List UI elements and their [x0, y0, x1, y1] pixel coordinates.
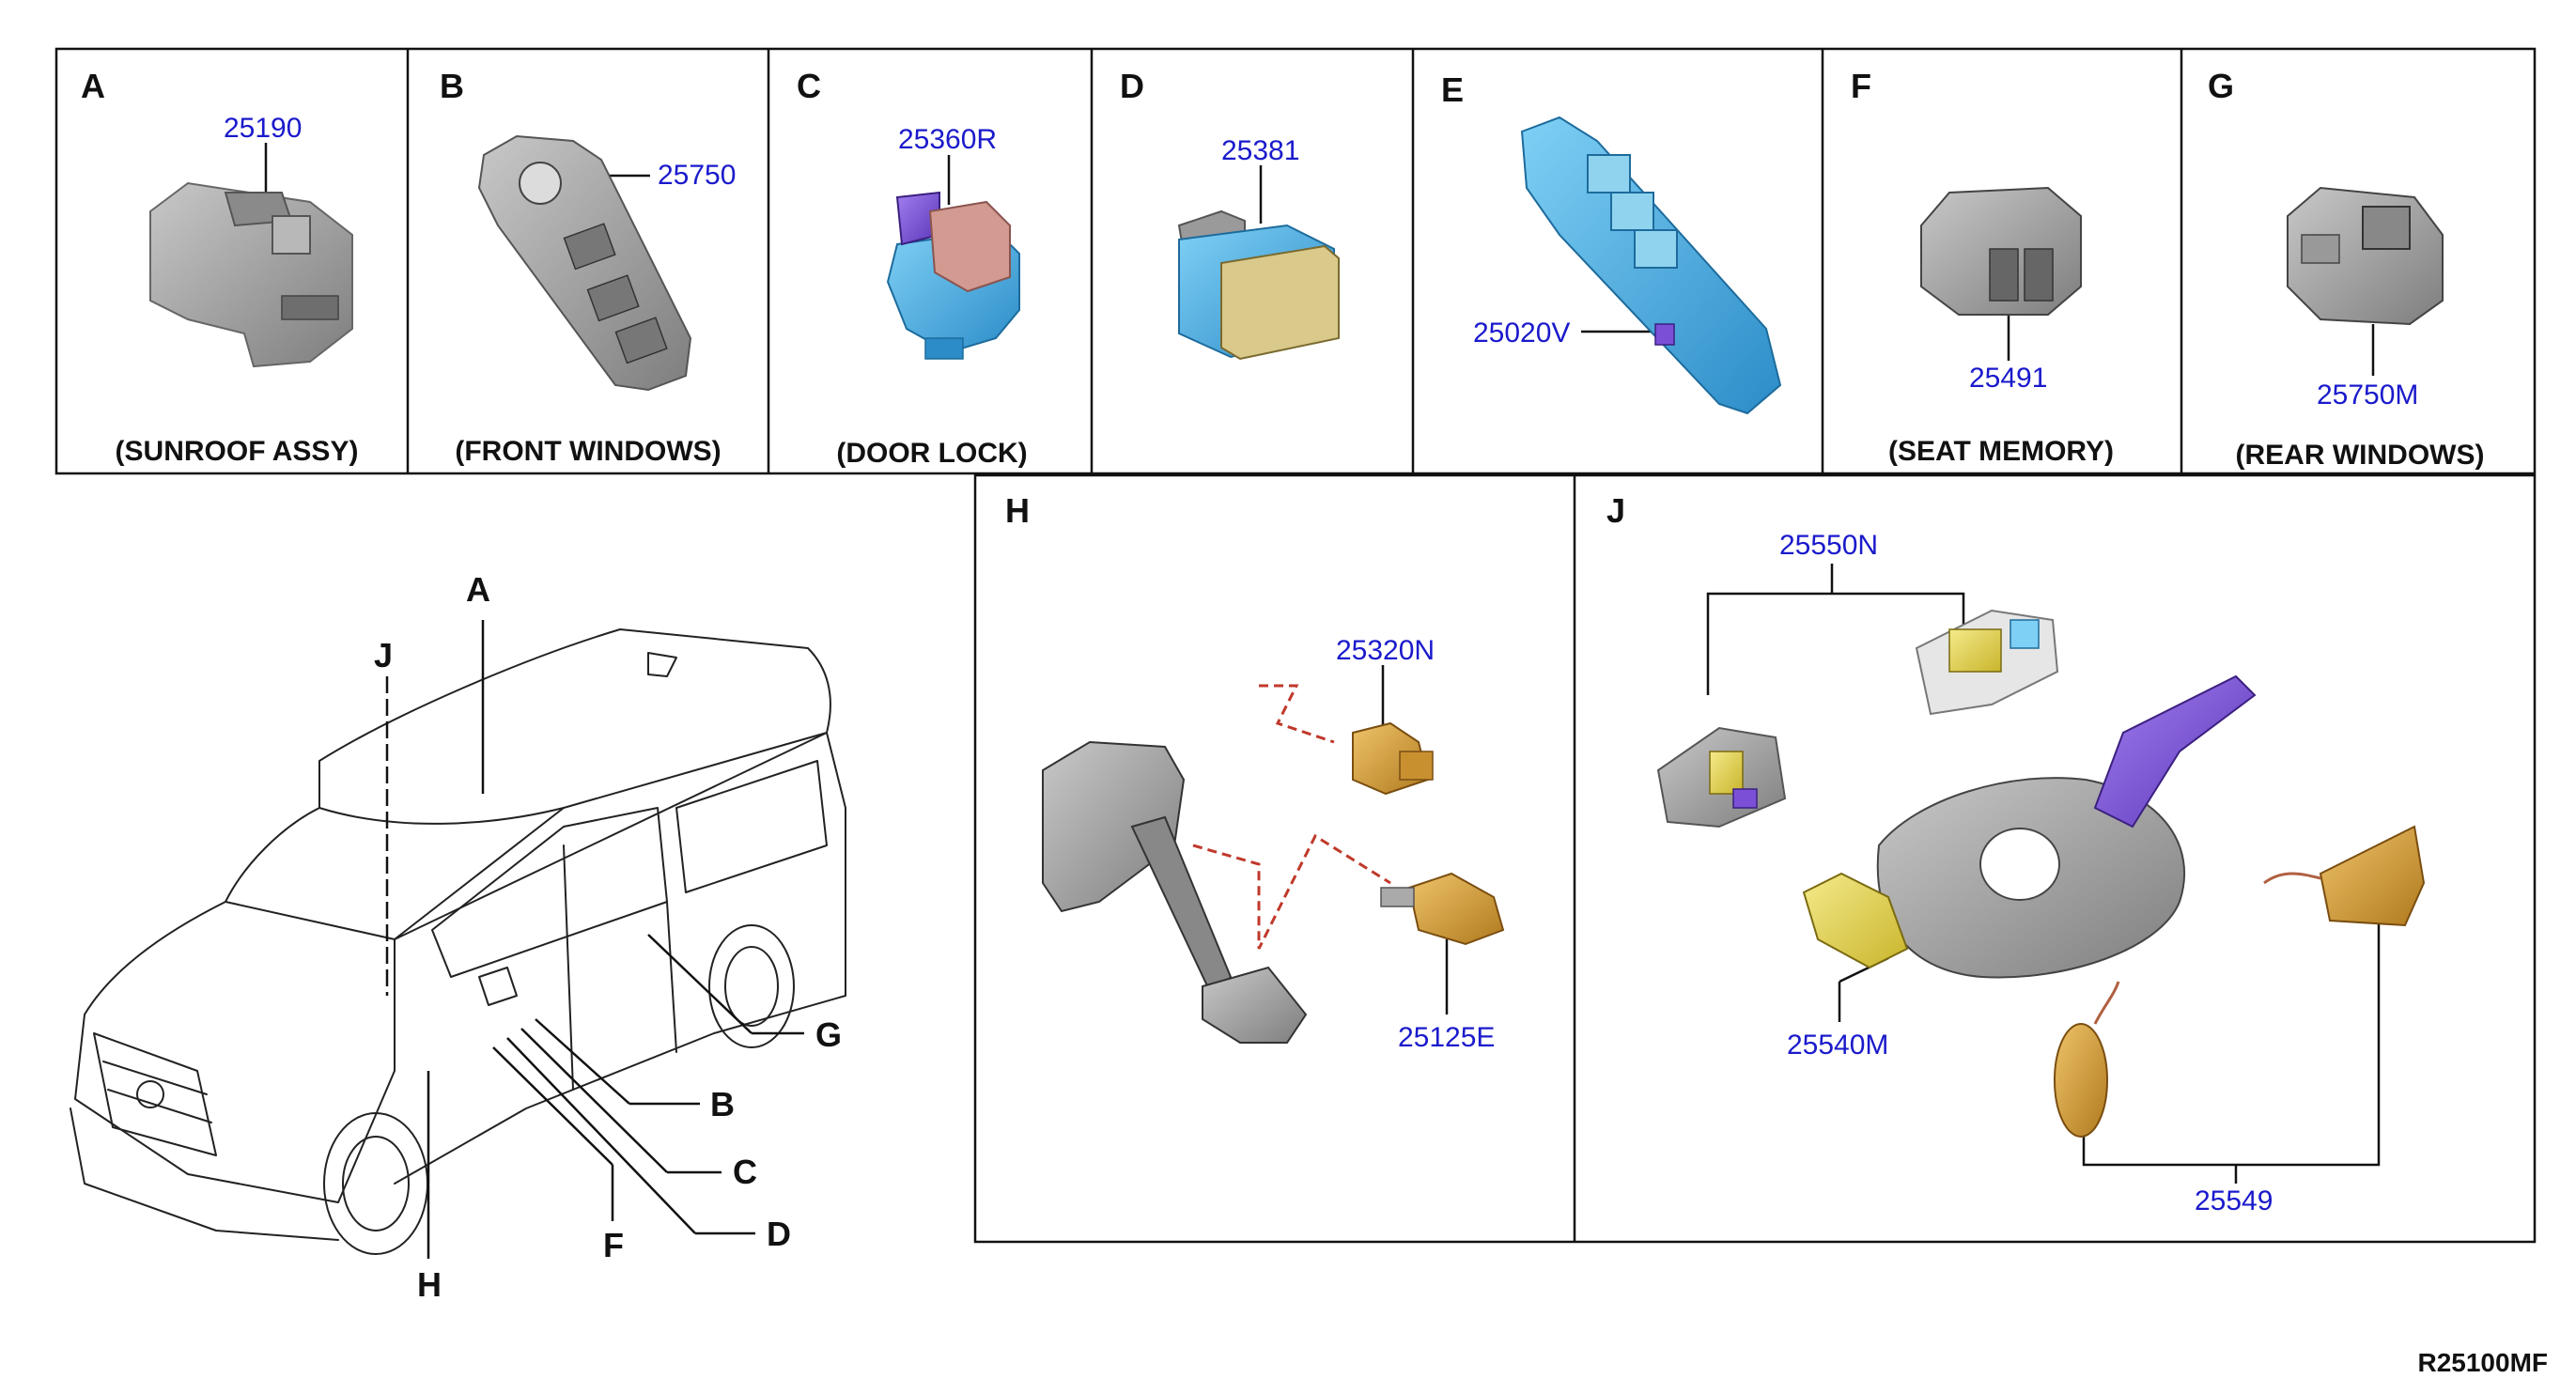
diagram-code: R25100MF: [2417, 1348, 2548, 1377]
panel-d: D 25381: [1120, 67, 1340, 361]
part-number: 25020V: [1473, 318, 1570, 348]
part-number: 25550N: [1779, 530, 1878, 561]
part-number: 25125E: [1398, 1022, 1495, 1053]
panel-caption: (REAR WINDOWS): [2236, 440, 2485, 471]
panel-h: H 25320N 25125E: [1005, 491, 1505, 1053]
part-number: 25360R: [898, 124, 997, 155]
panel-caption: (SUNROOF ASSY): [116, 436, 359, 467]
panel-a: A 25190 (SUNROOF ASSY): [81, 67, 358, 467]
front-window-switch-illustration: [477, 134, 692, 392]
pedal-bracket-illustration: [1042, 740, 1308, 1044]
panel-letter: C: [797, 67, 821, 105]
panel-letter: H: [1005, 491, 1030, 530]
switch-d-illustration: [1177, 209, 1340, 361]
panel-e: E 25020V: [1441, 70, 1782, 415]
stop-lamp-switch-illustration: [1352, 721, 1434, 796]
panel-j: J 25550N 25540M 25549: [1606, 491, 2426, 1216]
switch-e-illustration: [1520, 116, 1782, 415]
combination-switch-illustration: [1802, 674, 2257, 979]
panel-letter: E: [1441, 70, 1464, 109]
panel-g: G 25750M (REAR WINDOWS): [2208, 67, 2484, 471]
callout-g: G: [815, 1015, 842, 1054]
sunroof-switch-illustration: [149, 181, 353, 368]
panel-letter: D: [1120, 67, 1144, 105]
callout-h: H: [417, 1265, 442, 1304]
panel-c: C 25360R (DOOR LOCK): [797, 67, 1028, 469]
vehicle-overview: A J G B C D F H: [70, 570, 846, 1304]
part-number: 25750: [658, 160, 736, 191]
panel-letter: G: [2208, 67, 2234, 105]
part-number: 25750M: [2317, 379, 2418, 410]
panel-letter: B: [440, 67, 464, 105]
panel-f: F 25491 (SEAT MEMORY): [1851, 67, 2114, 467]
part-number: 25491: [1969, 363, 2047, 394]
panel-caption: (SEAT MEMORY): [1888, 436, 2114, 467]
seat-memory-switch-illustration: [1920, 186, 2082, 316]
panel-letter: F: [1851, 67, 1871, 105]
panel-letter: J: [1606, 491, 1625, 530]
callout-a: A: [466, 570, 490, 609]
panel-caption: (DOOR LOCK): [836, 438, 1027, 469]
callout-f: F: [603, 1226, 624, 1264]
part-number: 25549: [2195, 1185, 2273, 1216]
part-number: 25320N: [1336, 635, 1435, 666]
rear-window-switch-illustration: [2287, 186, 2444, 326]
harness-lower-illustration: [2054, 981, 2120, 1138]
callout-b: B: [710, 1085, 735, 1123]
callout-c: C: [733, 1153, 757, 1191]
top-panel-grid: [54, 47, 2537, 475]
clutch-switch-illustration: [1380, 872, 1505, 946]
door-lock-switch-illustration: [886, 191, 1020, 360]
callout-d: D: [767, 1215, 791, 1253]
suv-outline: [70, 628, 846, 1255]
part-number: 25190: [224, 113, 302, 144]
callout-j: J: [374, 636, 393, 674]
part-number: 25540M: [1787, 1030, 1888, 1061]
harness-right-illustration: [2263, 825, 2426, 927]
steering-switch-right-illustration: [1915, 609, 2059, 716]
lower-panel-grid: [973, 473, 2537, 1244]
steering-switch-left-illustration: [1656, 726, 1787, 829]
panel-caption: (FRONT WINDOWS): [455, 436, 721, 467]
panel-letter: A: [81, 67, 105, 105]
part-number: 25381: [1221, 135, 1299, 166]
panel-b: B 25750 (FRONT WINDOWS): [440, 67, 736, 467]
